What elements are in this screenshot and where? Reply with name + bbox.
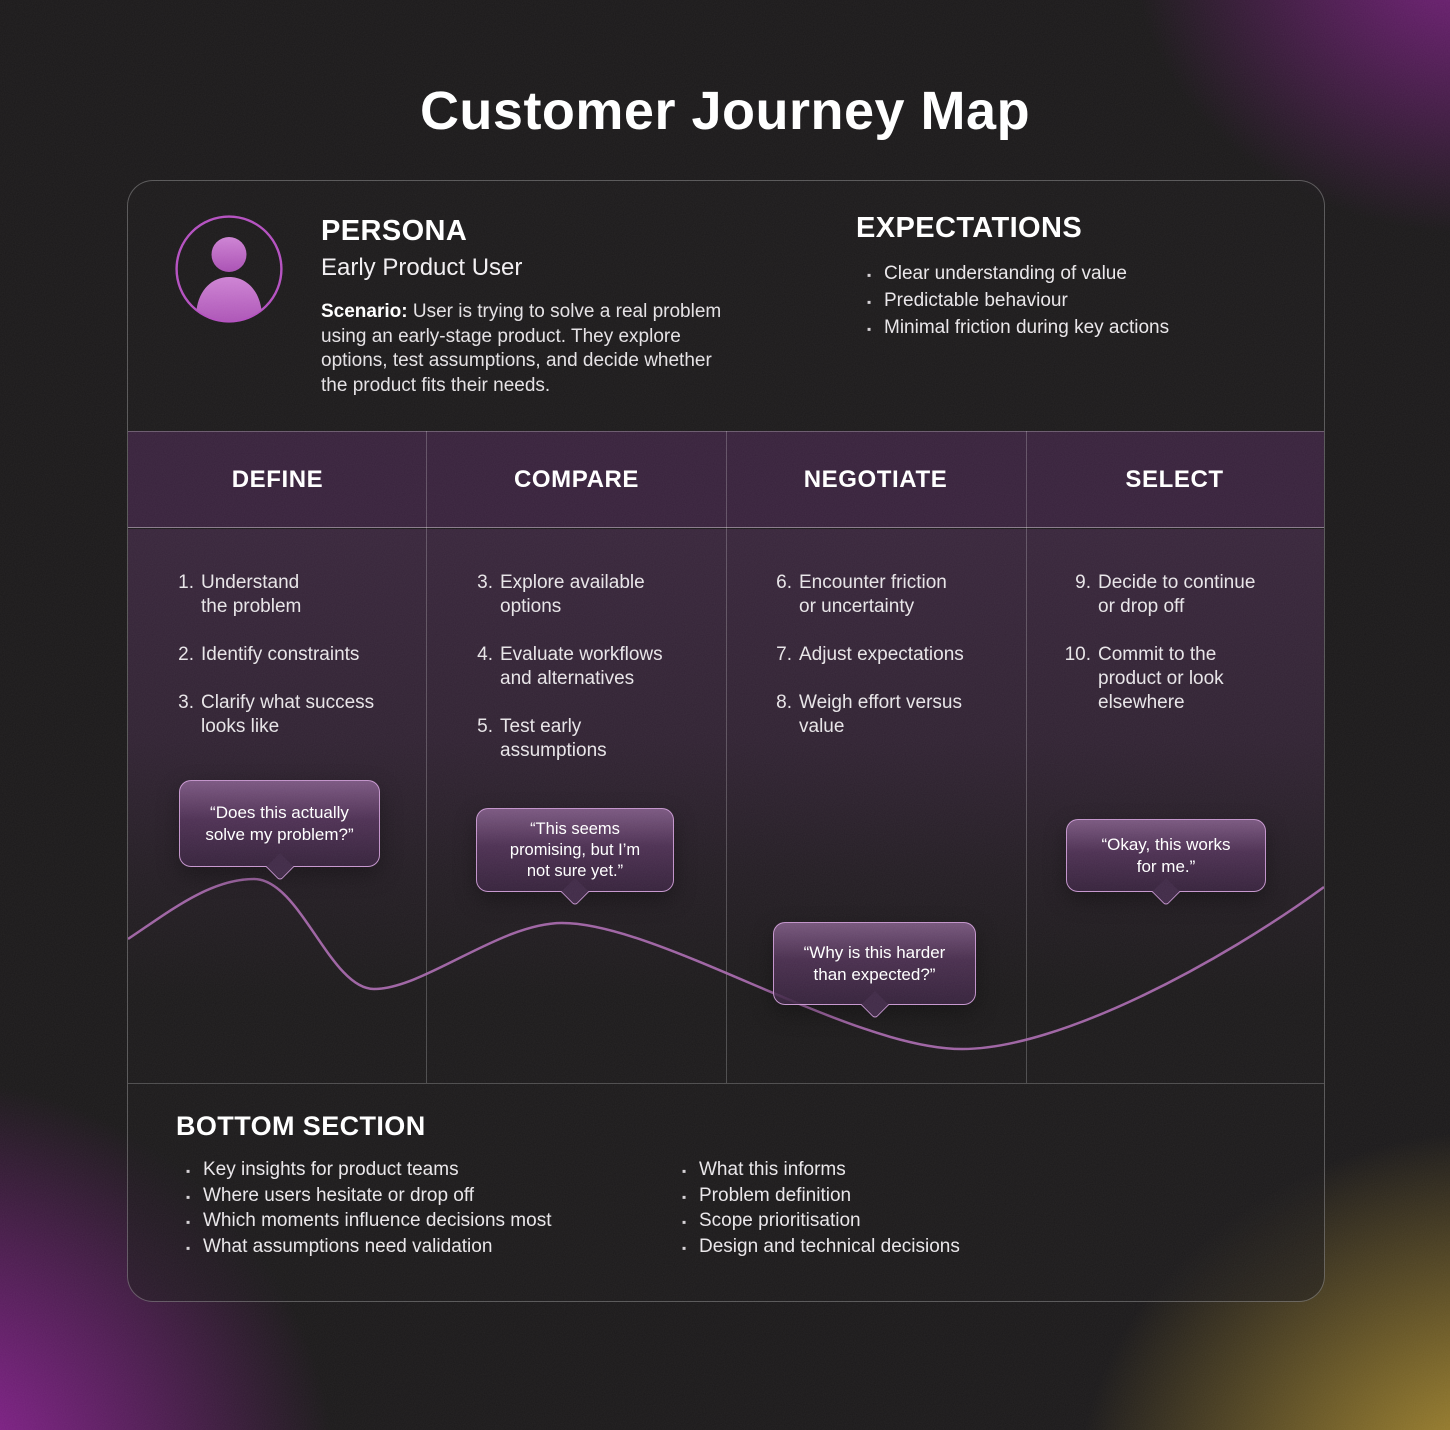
stage-header-define: DEFINE	[231, 465, 324, 493]
bottom-right-list: ▪ What this informs ▪ Problem definition ▪…	[682, 1158, 960, 1260]
bottom-item-text: Where users hesitate or drop off	[203, 1184, 475, 1206]
list-item: ▪ Key insights for product teams	[186, 1158, 551, 1184]
persona-scenario: Scenario: User is trying to solve a real…	[321, 300, 807, 398]
list-item: 3. Clarify what success looks like	[164, 691, 401, 739]
expectation-text: Minimal friction during key actions	[884, 317, 1170, 338]
list-item: ▪ Predictable behaviour	[867, 288, 1169, 315]
bottom-item-text: Design and technical decisions	[699, 1235, 960, 1257]
list-item: 9. Decide to continue or drop off	[1061, 571, 1298, 619]
quote-text: “Does this actually solve my problem?”	[205, 803, 354, 844]
list-item: ▪ What this informs	[682, 1158, 960, 1184]
list-item: ▪ Scope prioritisation	[682, 1209, 960, 1235]
item-text: Adjust expectations	[799, 644, 964, 665]
bottom-left-list: ▪ Key insights for product teams ▪ Where u…	[186, 1158, 551, 1260]
bullet-icon: ▪	[186, 1215, 191, 1229]
bullet-icon: ▪	[682, 1215, 687, 1229]
item-number: 6.	[776, 572, 792, 593]
item-text: Evaluate workflows and alternatives	[500, 644, 663, 689]
quote-bubble-select: “Okay, this works for me.”	[1066, 819, 1266, 906]
list-item: 4. Evaluate workflows and alternatives	[463, 643, 700, 691]
list-item: 6. Encounter friction or uncertainty	[762, 571, 999, 619]
bullet-icon: ▪	[867, 322, 872, 336]
list-item: 10. Commit to the product or look elsewhe…	[1061, 643, 1298, 715]
bottom-item-text: What assumptions need validation	[203, 1235, 493, 1257]
quote-bubble-compare: “This seems promising, but I’m not sure …	[476, 808, 674, 906]
list-item: ▪ Clear understanding of value	[867, 261, 1169, 288]
bottom-item-text: Problem definition	[699, 1184, 852, 1206]
bullet-icon: ▪	[867, 268, 872, 282]
bullet-icon: ▪	[186, 1189, 191, 1204]
bullet-icon: ▪	[682, 1240, 687, 1255]
journey-map-card: PERSONA Early Product User Scenario: Use…	[127, 180, 1325, 1302]
bullet-icon: ▪	[186, 1164, 191, 1178]
list-item: ▪ Where users hesitate or drop off	[186, 1184, 551, 1210]
quote-text: “Okay, this works for me.”	[1101, 835, 1231, 876]
list-item: ▪ Design and technical decisions	[682, 1235, 960, 1261]
expectations-heading: EXPECTATIONS	[856, 212, 1083, 244]
item-number: 2.	[178, 644, 194, 665]
item-text: Test early assumptions	[500, 716, 607, 761]
item-text: Understand the problem	[201, 572, 302, 617]
list-item: 1. Understand the problem	[164, 571, 401, 619]
list-item: 5. Test early assumptions	[463, 715, 700, 763]
list-item: 7. Adjust expectations	[762, 643, 999, 667]
persona-name: Early Product User	[321, 254, 523, 281]
quote-text: “This seems promising, but I’m not sure …	[509, 819, 641, 880]
item-text: Decide to continue or drop off	[1098, 572, 1256, 617]
stage-header-compare: COMPARE	[513, 465, 640, 493]
persona-heading: PERSONA	[321, 215, 468, 247]
persona-avatar-icon	[175, 215, 283, 323]
bottom-item-text: Which moments influence decisions most	[203, 1210, 552, 1231]
item-text: Weigh effort versus value	[799, 692, 962, 737]
bullet-icon: ▪	[682, 1189, 687, 1204]
list-item: ▪ Which moments influence decisions most	[186, 1209, 551, 1235]
list-item: ▪ Minimal friction during key actions	[867, 315, 1169, 342]
item-number: 10.	[1064, 644, 1091, 665]
expectations-list: ▪ Clear understanding of value ▪ Predictab…	[867, 261, 1169, 342]
bottom-item-text: What this informs	[699, 1159, 846, 1180]
bottom-section-heading: BOTTOM SECTION	[176, 1111, 426, 1141]
list-item: ▪ What assumptions need validation	[186, 1235, 551, 1261]
item-number: 1.	[178, 572, 194, 593]
item-text: Commit to the product or look elsewhere	[1098, 644, 1224, 713]
item-number: 4.	[477, 644, 493, 665]
item-number: 5.	[477, 716, 493, 737]
bottom-item-text: Key insights for product teams	[203, 1159, 459, 1180]
stage-header-select: SELECT	[1125, 465, 1224, 493]
list-item: 2. Identify constraints	[164, 643, 401, 667]
expectation-text: Clear understanding of value	[884, 263, 1127, 284]
item-text: Clarify what success looks like	[201, 692, 375, 737]
quote-bubble-negotiate: “Why is this harder than expected?”	[773, 922, 976, 1019]
stage-header-negotiate: NEGOTIATE	[803, 465, 948, 493]
item-number: 8.	[776, 692, 792, 713]
item-number: 9.	[1075, 572, 1091, 593]
list-item: ▪ Problem definition	[682, 1184, 960, 1210]
list-item: 8. Weigh effort versus value	[762, 691, 999, 739]
bullet-icon: ▪	[186, 1240, 191, 1255]
item-number: 3.	[178, 692, 194, 713]
item-text: Identify constraints	[201, 644, 360, 665]
bottom-item-text: Scope prioritisation	[699, 1210, 861, 1231]
item-text: Explore available options	[500, 572, 645, 617]
item-number: 3.	[477, 572, 493, 593]
expectation-text: Predictable behaviour	[884, 290, 1068, 311]
item-text: Encounter friction or uncertainty	[799, 572, 947, 617]
page-title: Customer Journey Map	[419, 81, 1031, 141]
list-item: 3. Explore available options	[463, 571, 700, 619]
bullet-icon: ▪	[682, 1164, 687, 1178]
scenario-label: Scenario:	[321, 301, 408, 322]
item-number: 7.	[776, 644, 792, 665]
bullet-icon: ▪	[867, 295, 872, 309]
quote-text: “Why is this harder than expected?”	[803, 943, 946, 984]
quote-bubble-define: “Does this actually solve my problem?”	[179, 780, 380, 881]
